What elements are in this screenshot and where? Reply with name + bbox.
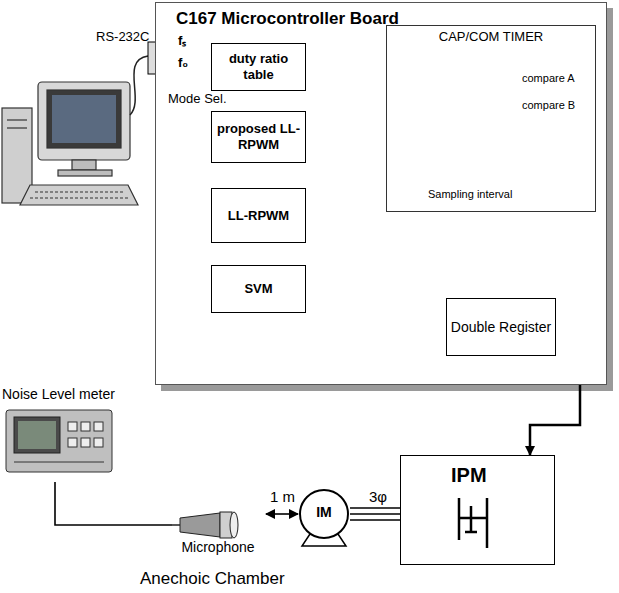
switch-label: Mode Sel.	[168, 92, 227, 106]
node-text: C167 Microcontroller Board	[176, 9, 399, 29]
phase-wire	[350, 507, 400, 509]
microphone: Microphone	[172, 505, 264, 557]
node-text: SVM	[244, 281, 272, 297]
signal-name: fₛ	[178, 34, 186, 48]
connector	[350, 513, 400, 515]
signal-name: f₀	[178, 56, 188, 70]
port-label: RS-232C	[96, 30, 149, 44]
register-box: Double Register	[446, 298, 556, 356]
process-box: proposed LL-RPWM	[211, 111, 306, 163]
edge-label: 1 m	[268, 488, 297, 505]
node-text: duty ratio table	[215, 51, 302, 82]
node-text: Double Register	[451, 319, 551, 336]
connector	[55, 482, 172, 525]
motor-circle: IM	[298, 488, 350, 548]
process-box: LL-RPWM	[211, 188, 306, 243]
connector	[266, 513, 298, 515]
timer-box: CAP/COM TIMER	[386, 25, 596, 212]
node-text: LL-RPWM	[228, 208, 289, 224]
microphone-body	[172, 505, 264, 539]
process-box: duty ratio table	[211, 43, 306, 91]
interval-label: Sampling interval	[428, 188, 512, 200]
computer-illustration	[2, 82, 138, 205]
board-frame: C167 Microcontroller Board duty ratio tab…	[155, 2, 607, 385]
node-text: proposed LL-RPWM	[215, 121, 302, 152]
phase-wire	[350, 519, 400, 521]
node-text: Microphone	[172, 539, 264, 555]
node-text: IPM	[451, 464, 487, 487]
chamber-label: Anechoic Chamber	[140, 570, 285, 589]
edge-label: 3φ	[367, 488, 389, 505]
rs232-cable	[130, 56, 148, 115]
node-text: CAP/COM TIMER	[439, 29, 544, 45]
compare-label: compare B	[522, 99, 575, 111]
process-box: SVM	[211, 265, 306, 313]
compare-label: compare A	[522, 72, 575, 84]
node-text: IM	[316, 504, 332, 520]
node-text: Noise Level meter	[2, 386, 115, 402]
ipm-box: IPM	[400, 455, 555, 565]
noise-meter: Noise Level meter	[0, 386, 118, 482]
